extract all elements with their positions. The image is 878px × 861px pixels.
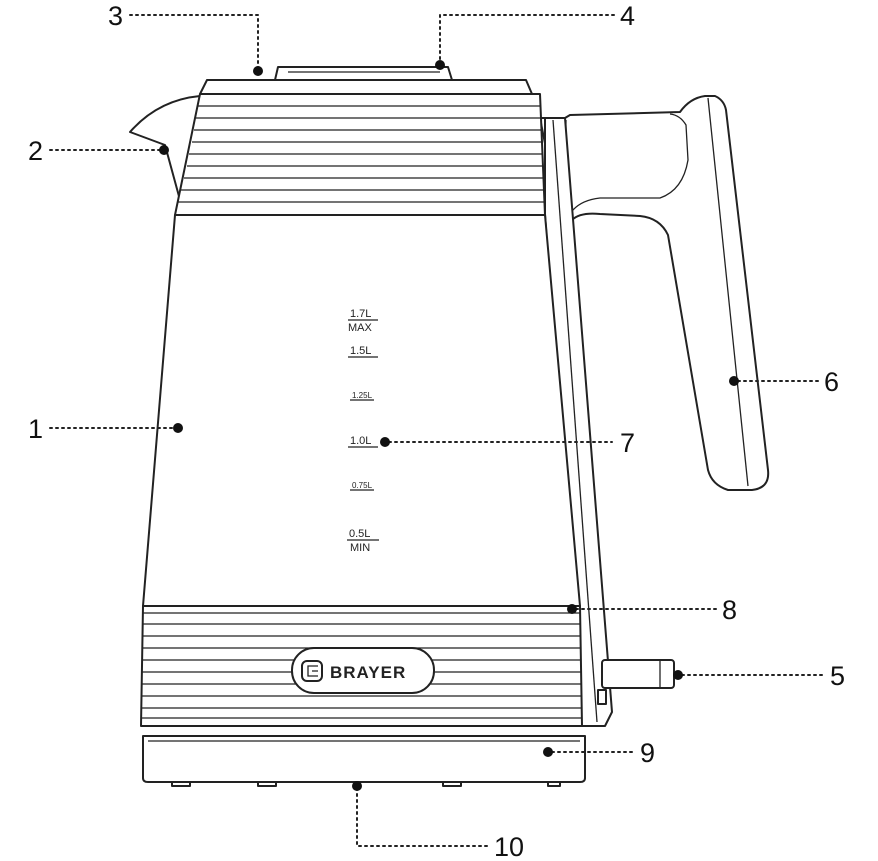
callout-10: 10 (494, 832, 524, 861)
scale-max-volume: 1.7L (350, 308, 371, 320)
callout-6: 6 (824, 367, 839, 397)
callout-numbers: 1 2 3 4 5 6 7 8 9 10 (28, 1, 845, 861)
brand-name: BRAYER (330, 663, 406, 682)
scale-min-label: MIN (350, 542, 370, 554)
callout-2: 2 (28, 136, 43, 166)
kettle-lid (199, 66, 533, 95)
kettle-upper-ribs (174, 93, 546, 216)
callout-3: 3 (108, 1, 123, 31)
callout-9: 9 (640, 738, 655, 768)
callout-5: 5 (830, 661, 845, 691)
power-base (142, 735, 586, 787)
brand-badge: BRAYER (291, 647, 435, 694)
callout-7: 7 (620, 428, 635, 458)
scale-0-75: 0.75L (352, 481, 373, 490)
scale-1-25: 1.25L (352, 391, 373, 400)
callout-1: 1 (28, 414, 43, 444)
callout-4: 4 (620, 1, 635, 31)
callout-leaders (49, 14, 823, 847)
scale-1-5: 1.5L (350, 345, 371, 357)
callout-8: 8 (722, 595, 737, 625)
water-level-scale: 1.7L MAX 1.5L 1.25L 1.0L 0.75L 0.5L MIN (347, 308, 379, 554)
scale-max-label: MAX (348, 322, 373, 334)
scale-1-0: 1.0L (350, 435, 371, 447)
scale-min-volume: 0.5L (349, 528, 370, 540)
